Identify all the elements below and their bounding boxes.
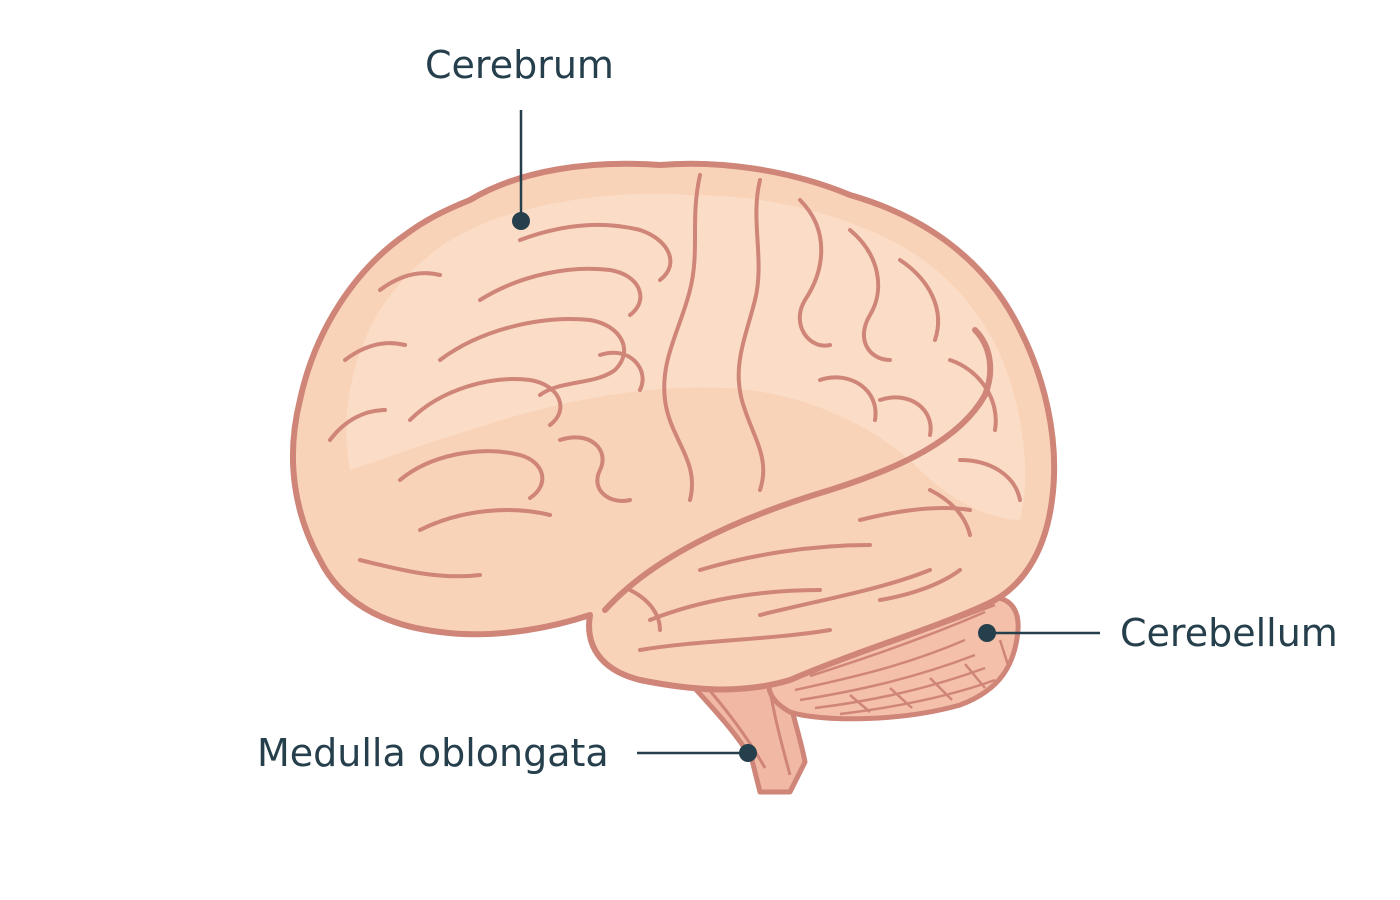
cerebrum-marker-dot [512,212,530,230]
medulla-marker-dot [739,744,757,762]
cerebrum-highlight [346,193,1026,520]
brain-stem-stripe [703,684,767,769]
leader-lines [519,110,1100,755]
cerebrum-sulci [328,173,1022,652]
cerebrum-label: Cerebrum [425,43,614,87]
medulla-oblongata-label: Medulla oblongata [257,731,609,775]
lateral-sulcus [602,327,994,613]
cerebellum-label: Cerebellum [1120,611,1338,655]
cerebellum-marker-dot [978,624,996,642]
